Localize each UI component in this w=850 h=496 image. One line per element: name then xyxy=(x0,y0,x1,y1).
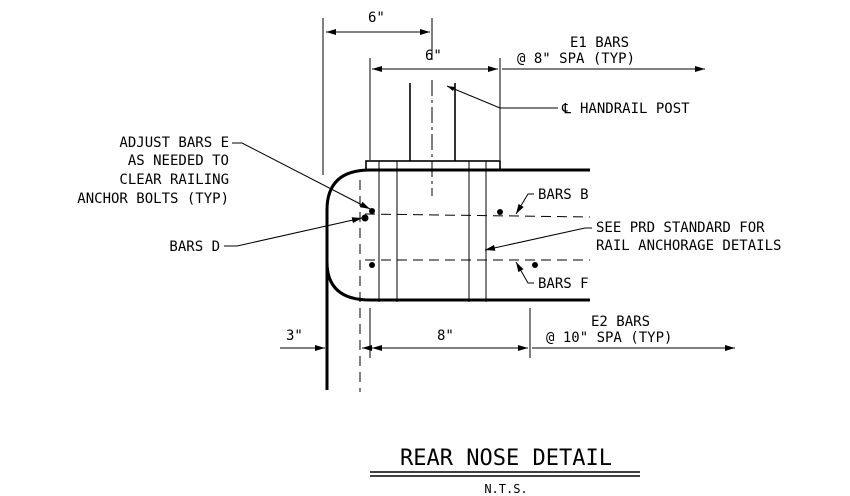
handrail-post-assembly xyxy=(365,80,501,196)
slab-outline xyxy=(325,168,590,390)
label-adjust-bars-1: ADJUST BARS E xyxy=(119,135,229,151)
leader-handrail-post xyxy=(446,85,558,109)
label-adjust-bars-4: ANCHOR BOLTS (TYP) xyxy=(77,191,229,207)
post-baseplate xyxy=(365,160,501,171)
leader-bars-b xyxy=(515,193,534,215)
label-bars-b: BARS B xyxy=(538,187,589,203)
rebar-dot xyxy=(497,209,503,215)
label-e1-spacing: @ 8" SPA (TYP) xyxy=(517,51,635,67)
dim-label-left-3: 3" xyxy=(286,328,303,344)
rebar xyxy=(359,180,591,392)
leader-see-prd xyxy=(484,227,592,251)
label-adjust-bars-2: AS NEEDED TO xyxy=(128,153,229,169)
detail-subtitle: N.T.S. xyxy=(484,482,527,496)
labels: E1 BARS @ 8" SPA (TYP) ℄ HANDRAIL POST A… xyxy=(77,35,781,346)
rebar-dot xyxy=(532,262,538,268)
label-bars-f: BARS F xyxy=(538,276,589,292)
dimension-left-3: 3" xyxy=(280,328,385,351)
rebar-dot xyxy=(361,214,369,222)
detail-title: REAR NOSE DETAIL xyxy=(400,446,612,471)
rebar-dot xyxy=(369,208,375,214)
leaders xyxy=(224,85,592,284)
dimension-mid-6: 6" xyxy=(369,48,705,160)
rebar-dot xyxy=(369,262,375,268)
dim-label-top-6: 6" xyxy=(368,10,385,26)
label-see-prd-1: SEE PRD STANDARD FOR xyxy=(596,220,765,236)
bars-b-line xyxy=(364,213,591,218)
label-see-prd-2: RAIL ANCHORAGE DETAILS xyxy=(596,238,781,254)
dim-label-mid-6: 6" xyxy=(425,48,442,64)
leader-bars-f xyxy=(515,261,534,284)
label-adjust-bars-3: CLEAR RAILING xyxy=(119,172,229,188)
label-bars-d: BARS D xyxy=(169,239,220,255)
label-centerline-symbol: ℄ xyxy=(561,101,571,117)
title-block: REAR NOSE DETAIL N.T.S. xyxy=(370,446,640,496)
label-handrail-post: HANDRAIL POST xyxy=(580,101,690,117)
label-e1-bars: E1 BARS xyxy=(570,35,629,51)
dim-label-bottom-8: 8" xyxy=(437,328,454,344)
anchor-bolts xyxy=(378,161,487,302)
leader-adjust-bars-e xyxy=(232,142,371,210)
dimension-bottom-8: 8" xyxy=(369,308,735,358)
leader-bars-d xyxy=(224,217,363,247)
label-e2-bars: E2 BARS xyxy=(591,314,650,330)
label-e2-spacing: @ 10" SPA (TYP) xyxy=(546,330,672,346)
dimension-top-6: 6" xyxy=(322,10,433,175)
slab-nose-outline xyxy=(325,168,590,302)
